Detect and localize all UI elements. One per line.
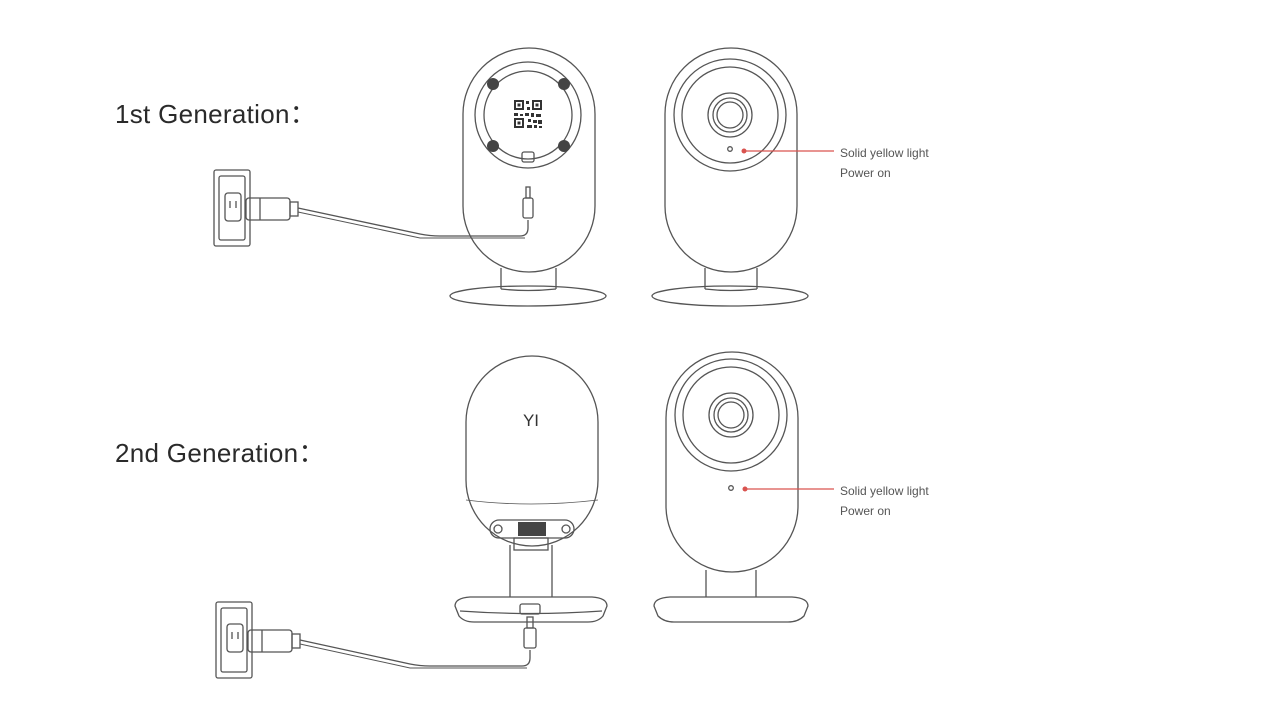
gen2-camera-back <box>454 355 608 623</box>
gen2-light-label: Solid yellow light <box>840 484 929 498</box>
usb-port <box>521 151 535 163</box>
gen1-status-label: Power on <box>840 166 891 180</box>
gen2-usb-cable <box>299 639 531 667</box>
gen1-camera-back <box>449 47 607 307</box>
gen2-wall-outlet <box>215 601 253 679</box>
yi-logo: YI <box>523 411 539 430</box>
gen2-power-adapter <box>247 629 301 653</box>
gen1-micro-usb-plug <box>522 186 534 219</box>
gen1-status-led <box>727 146 733 152</box>
screw-holes <box>487 78 570 152</box>
gen1-power-adapter <box>245 197 299 221</box>
gen2-status-led <box>728 485 734 491</box>
gen2-title: 2nd Generation： <box>115 438 325 468</box>
gen2-callout: Solid yellow light Power on <box>840 481 929 521</box>
gen1-callout: Solid yellow light Power on <box>840 143 929 183</box>
speaker-grille <box>518 522 546 536</box>
gen2-callout-dot <box>742 486 748 492</box>
gen1-light-label: Solid yellow light <box>840 146 929 160</box>
gen2-usb-port <box>519 603 541 615</box>
gen2-camera-front <box>653 351 809 623</box>
gen1-callout-dot <box>741 148 747 154</box>
gen1-wall-outlet <box>213 169 251 247</box>
gen1-camera-front <box>651 47 809 307</box>
gen1-usb-cable <box>297 207 529 237</box>
qr-code <box>514 100 542 128</box>
gen1-title: 1st Generation： <box>115 99 317 129</box>
gen2-status-label: Power on <box>840 504 891 518</box>
